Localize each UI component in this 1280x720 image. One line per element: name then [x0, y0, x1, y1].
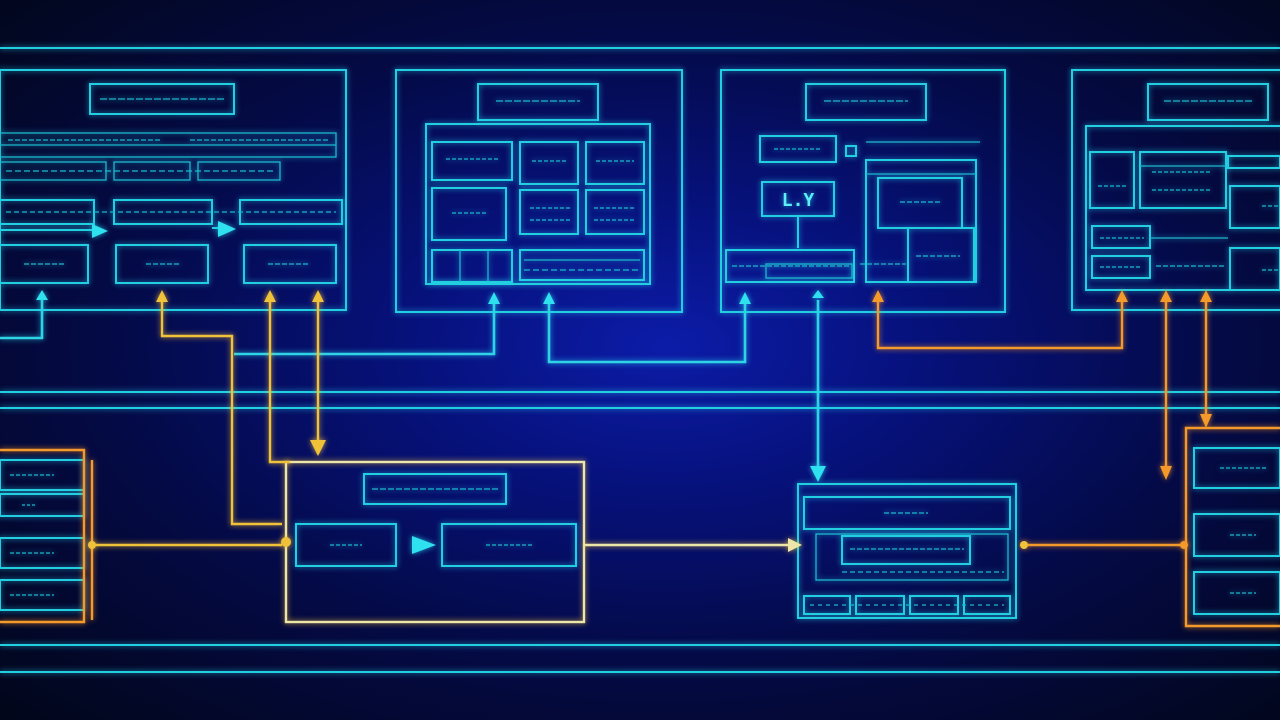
panel-frame: [720, 69, 1006, 313]
module-title-box: [803, 496, 1011, 530]
module-title-box: [363, 473, 507, 505]
stack-box-2: [0, 493, 85, 517]
panel-title-box: [477, 83, 599, 121]
orange-connectors: [872, 290, 1212, 549]
arrow-head-2: [218, 221, 236, 237]
arrow-head: [310, 440, 326, 456]
cell-7: [1229, 247, 1280, 291]
arrow-head: [156, 290, 168, 302]
cell-3: [585, 141, 645, 185]
divider-lines: [0, 47, 1280, 673]
cell-1: [431, 141, 513, 181]
connector-panel2-panel3: [547, 302, 747, 364]
yellow-connectors: [88, 290, 802, 552]
cell-2: [1139, 151, 1227, 209]
bottom-module-3: [1184, 426, 1280, 628]
module-node-2: [441, 523, 577, 567]
cell-6: [585, 189, 645, 235]
panel-title-box: [1147, 83, 1269, 121]
module-frame: [284, 460, 586, 624]
connector-2: [268, 300, 290, 464]
right-lower-box: [907, 227, 975, 283]
panel-title-box: [805, 83, 927, 121]
bottom-row-box-1: [725, 249, 855, 283]
cell-1: [1089, 151, 1135, 209]
panel-frame: [1071, 69, 1280, 311]
arrow-head: [812, 290, 824, 298]
panel-title-box: [89, 83, 235, 115]
cell-3: [1227, 155, 1280, 169]
arrow-head: [1200, 414, 1212, 428]
arrow-head: [788, 538, 802, 552]
module-node-3: [1193, 571, 1280, 615]
cell-4: [1229, 185, 1280, 229]
module-node-2: [1193, 513, 1280, 557]
cell-5: [519, 189, 579, 235]
arrow-head: [312, 290, 324, 302]
cell-8: [519, 249, 645, 281]
connector-node: [281, 537, 291, 547]
connector-node: [1180, 541, 1188, 549]
node-box-5: [115, 244, 209, 284]
module-frame: [797, 483, 1017, 619]
top-panel-1: [0, 69, 347, 311]
panel-frame: [395, 69, 683, 313]
bottom-left-frame: [0, 448, 94, 624]
module-foot-2: [855, 595, 905, 615]
arrow-head: [1160, 466, 1172, 480]
small-square: [845, 145, 857, 157]
arrow-head-1: [92, 224, 108, 238]
connector-panel3-panel4: [876, 300, 1124, 350]
panel-frame: [0, 69, 347, 311]
module-inner-box: [841, 535, 971, 565]
arrow-head: [488, 292, 500, 304]
arrow-head: [739, 292, 751, 304]
arrow-head: [36, 290, 48, 300]
cell-6: [1091, 255, 1151, 279]
center-large-label: L.Y: [782, 190, 815, 211]
bottom-row-box-2: [765, 263, 853, 279]
module-node-1: [1193, 447, 1280, 489]
connector-1: [160, 300, 282, 526]
small-box: [759, 135, 837, 163]
connector-left-return: [0, 298, 44, 340]
top-panel-3: L.Y: [720, 69, 1006, 313]
top-panel-4: [1071, 69, 1280, 311]
module-arrow-head: [412, 536, 436, 554]
module-orange-frame: [1184, 426, 1280, 628]
right-inner-box: [877, 177, 963, 229]
node-box-6: [243, 244, 337, 284]
cyan-connectors: [0, 290, 826, 482]
connector-panel2-left: [234, 302, 496, 356]
module-node-1: [295, 523, 397, 567]
cell-2: [519, 141, 579, 185]
bottom-module-2: [797, 483, 1017, 619]
cell-7: [431, 249, 513, 283]
stack-orange-frame: [0, 448, 86, 624]
node-box-4: [0, 244, 89, 284]
inner-frame: [425, 123, 651, 285]
connector-node: [1020, 541, 1028, 549]
inner-frame: [1085, 125, 1280, 291]
bottom-left-stack: [0, 459, 85, 611]
arrow-head: [1200, 290, 1212, 302]
arrow-head: [1116, 290, 1128, 302]
connector-node: [88, 541, 96, 549]
cell-4: [431, 187, 507, 241]
arrow-head: [264, 290, 276, 302]
arrow-head: [872, 290, 884, 302]
bottom-module-1: [284, 460, 586, 624]
module-inner-frame: [815, 533, 1009, 581]
arrow-head: [1160, 290, 1172, 302]
top-panel-2: [395, 69, 683, 313]
arrow-head: [543, 292, 555, 304]
arrow-head: [810, 466, 826, 482]
cell-5: [1091, 225, 1151, 249]
